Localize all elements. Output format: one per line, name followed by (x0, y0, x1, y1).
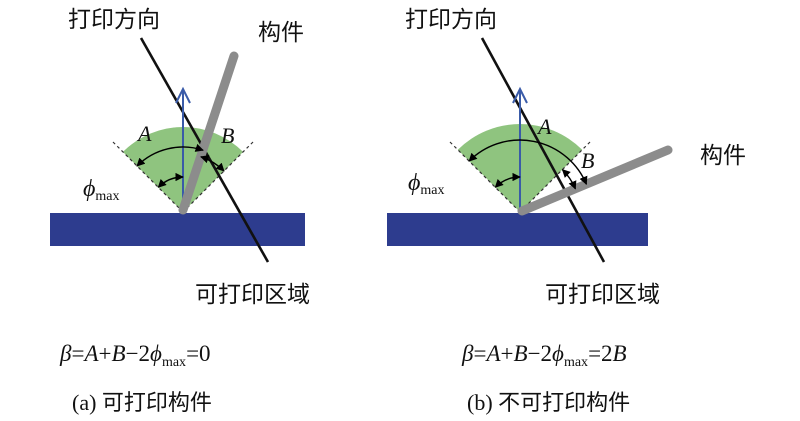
angle-a-label: A (536, 114, 552, 139)
phi-max-arc (494, 172, 521, 188)
build-direction-arrow (512, 86, 528, 212)
angle-a-arc (468, 139, 588, 185)
component-member (517, 145, 673, 216)
sector-right-edge (182, 141, 254, 213)
phi-subscript: max (420, 183, 444, 198)
formula-beta: β (59, 341, 72, 366)
print-direction-line (480, 37, 606, 263)
formula-eq: = (71, 341, 84, 366)
angle-b-label: B (221, 123, 234, 148)
formula-phi: ϕ (552, 341, 564, 366)
panel-b: 打印方向 构件 可打印区域 A B ϕmax β=A+B−2ϕmax=2B (b… (387, 7, 746, 415)
formula-phi: ϕ (150, 341, 162, 366)
phi-symbol: ϕ (408, 170, 420, 196)
formula-result: =2 (588, 341, 612, 366)
arrow-head-icon (175, 86, 191, 104)
formula-a: A (484, 341, 501, 366)
printable-region-label: 可打印区域 (545, 282, 660, 308)
phi-max-label: ϕmax (408, 170, 445, 198)
angle-b-arc (200, 155, 225, 172)
formula-b: B (514, 341, 528, 366)
formula-minus: −2 (528, 341, 552, 366)
phi-max-arc (157, 172, 184, 188)
angle-b-label: B (581, 148, 594, 173)
caption-b: (b) 不可打印构件 (467, 390, 630, 415)
beta-formula: β=A+B−2ϕmax=0 (59, 341, 211, 370)
print-direction-label: 打印方向 (405, 7, 497, 33)
component-label: 构件 (700, 143, 746, 169)
formula-plus: + (501, 341, 514, 366)
formula-result-var: B (613, 341, 627, 366)
component-label: 构件 (258, 20, 304, 46)
substrate-plate (50, 213, 305, 246)
formula-b: B (112, 341, 126, 366)
angle-b-arc (561, 169, 577, 190)
beta-formula: β=A+B−2ϕmax=2B (461, 341, 627, 370)
print-direction-label: 打印方向 (68, 7, 160, 33)
printable-region-label: 可打印区域 (195, 282, 310, 308)
angle-a-label: A (136, 121, 152, 146)
sector-left-edge (112, 141, 184, 213)
angle-a-arc (136, 143, 204, 167)
phi-max-label: ϕmax (83, 176, 120, 204)
substrate-plate (387, 213, 648, 246)
formula-sub: max (564, 355, 588, 370)
formula-a: A (82, 341, 99, 366)
formula-result: =0 (186, 341, 210, 366)
formula-minus: −2 (126, 341, 150, 366)
formula-eq: = (473, 341, 486, 366)
panel-a: 打印方向 构件 可打印区域 A B ϕmax β=A+B−2ϕmax=0 (a)… (50, 7, 310, 415)
component-member (178, 51, 239, 215)
phi-subscript: max (95, 189, 119, 204)
arrow-head-icon (512, 86, 528, 104)
formula-sub: max (162, 355, 186, 370)
formula-beta: β (461, 341, 474, 366)
formula-plus: + (99, 341, 112, 366)
caption-a: (a) 可打印构件 (72, 390, 212, 415)
phi-symbol: ϕ (83, 176, 95, 202)
